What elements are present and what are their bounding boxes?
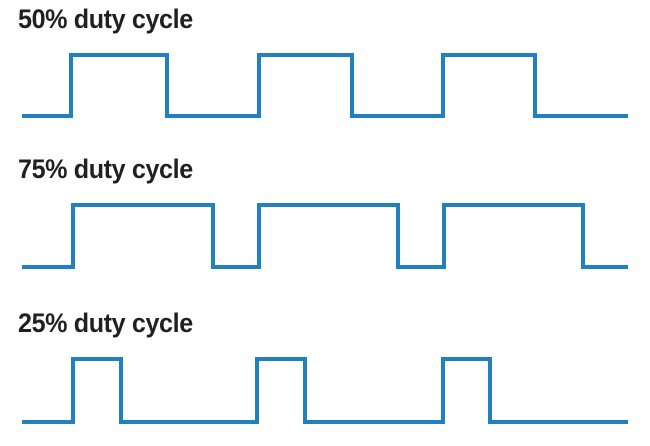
waveform-plot-50 bbox=[22, 53, 628, 118]
waveform-plot-25 bbox=[22, 357, 628, 424]
waveform-plot-75 bbox=[22, 203, 628, 269]
waveform-block-75: 75% duty cycle bbox=[0, 150, 650, 302]
waveform-trace-25 bbox=[22, 357, 628, 424]
waveform-label-25: 25% duty cycle bbox=[18, 308, 193, 338]
waveform-block-50: 50% duty cycle bbox=[0, 0, 650, 150]
waveform-block-25: 25% duty cycle bbox=[0, 302, 650, 446]
waveform-label-50: 50% duty cycle bbox=[18, 4, 193, 34]
waveform-trace-50 bbox=[22, 53, 628, 118]
waveform-label-75: 75% duty cycle bbox=[18, 154, 193, 184]
waveform-trace-75 bbox=[22, 203, 628, 269]
